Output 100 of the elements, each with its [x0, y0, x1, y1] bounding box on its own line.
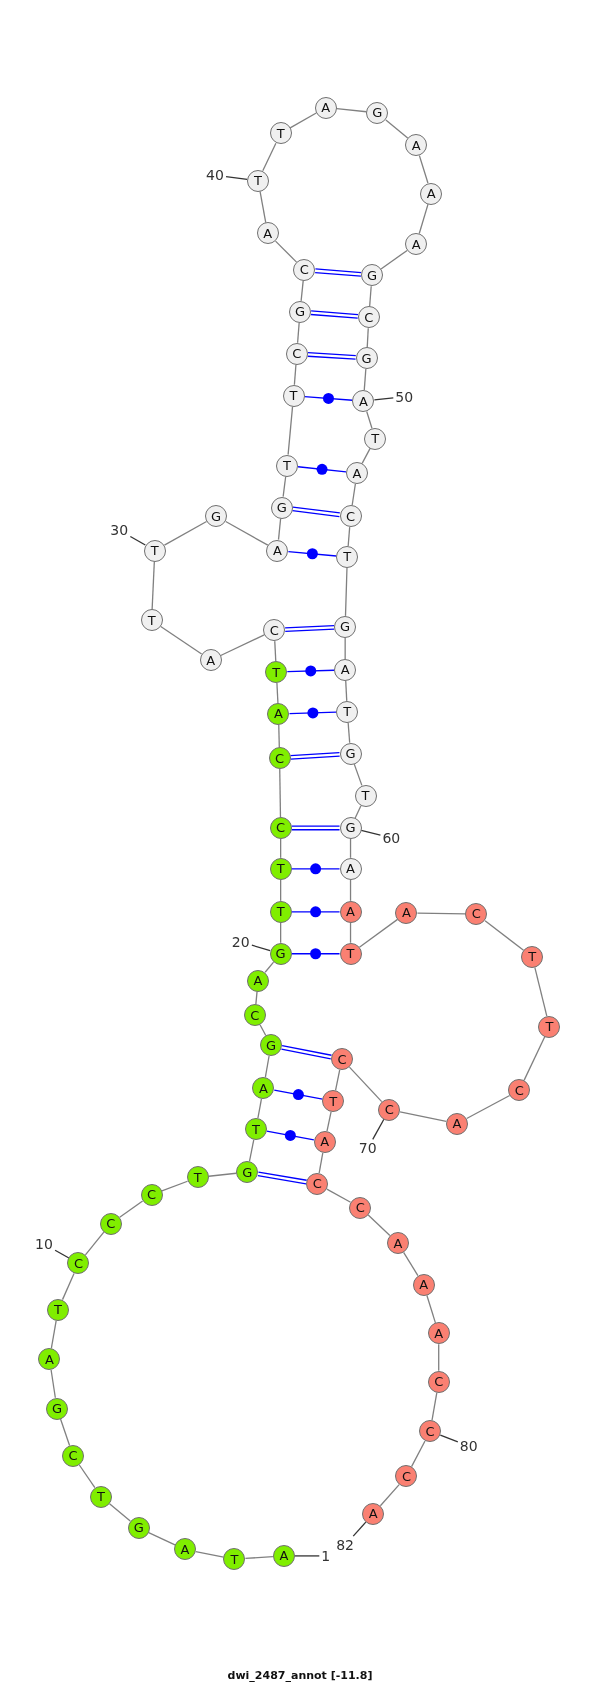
- nucleotide-circle: C: [427, 1370, 450, 1393]
- nucleotide-circle: A: [199, 649, 222, 672]
- nucleotide-circle: G: [339, 816, 362, 839]
- nucleotide-circle: A: [267, 702, 290, 725]
- nucleotide-circle: A: [420, 182, 443, 205]
- backbone-line: [380, 249, 408, 270]
- backbone-line: [426, 1294, 437, 1324]
- base-pair-line: [280, 1044, 333, 1060]
- backbone-line: [416, 912, 466, 915]
- base-pair-line: [289, 752, 341, 760]
- nucleotide-circle: C: [306, 1172, 329, 1195]
- caption: dwi_2487_annot [-11.8]: [227, 1669, 373, 1682]
- nucleotide-circle: T: [265, 661, 288, 684]
- nucleotide-circle: A: [386, 1232, 409, 1254]
- backbone-line: [344, 567, 348, 617]
- nucleotide-circle: A: [405, 233, 428, 256]
- nucleotide-circle: A: [346, 462, 368, 485]
- nucleotide-circle: T: [247, 169, 270, 192]
- nucleotide-circle: G: [334, 615, 357, 638]
- nucleotide-circle: T: [282, 384, 305, 407]
- backbone-line: [225, 520, 269, 546]
- backbone-line: [50, 1369, 56, 1399]
- backbone-line: [326, 1188, 352, 1203]
- base-pair-line: [314, 268, 362, 277]
- nucleotide-circle: C: [330, 1048, 353, 1071]
- position-number: 10: [35, 1237, 53, 1252]
- backbone-line: [534, 967, 548, 1017]
- backbone-line: [59, 1418, 71, 1447]
- nucleotide-circle: T: [244, 1118, 267, 1141]
- nucleotide-circle: A: [334, 658, 357, 681]
- backbone-line: [351, 483, 356, 506]
- backbone-line: [264, 1055, 270, 1078]
- backbone-line: [61, 1272, 75, 1301]
- backbone-line: [274, 240, 298, 263]
- backbone-line: [344, 637, 346, 660]
- backbone-line: [244, 1556, 274, 1560]
- leader-line: [251, 944, 271, 952]
- nucleotide-circle: T: [276, 454, 299, 477]
- nucleotide-circle: A: [173, 1538, 196, 1561]
- backbone-line: [220, 634, 265, 657]
- backbone-line: [119, 1200, 144, 1218]
- nucleotide-circle: T: [143, 539, 166, 562]
- backbone-line: [336, 108, 368, 113]
- nucleotide-circle: C: [419, 1420, 442, 1443]
- backbone-line: [195, 1550, 225, 1558]
- position-number: 70: [358, 1141, 377, 1156]
- nucleotide-circle: T: [186, 1166, 209, 1189]
- nucleotide-circle: C: [140, 1183, 163, 1206]
- nucleotide-circle: G: [366, 101, 389, 124]
- leader-line: [54, 1249, 70, 1259]
- backbone-line: [257, 1098, 263, 1119]
- nucleotide-circle: T: [269, 857, 292, 880]
- backbone-line: [438, 1343, 440, 1372]
- backbone-line: [148, 1531, 176, 1546]
- leader-line: [294, 1555, 320, 1557]
- nucleotide-circle: C: [465, 902, 488, 925]
- backbone-line: [50, 1319, 57, 1349]
- nucleotide-circle: T: [521, 946, 544, 968]
- backbone-line: [84, 1231, 105, 1256]
- nucleotide-circle: T: [90, 1485, 113, 1508]
- backbone-line: [347, 722, 351, 744]
- nucleotide-circle: A: [352, 390, 375, 413]
- base-pair-line: [257, 1171, 308, 1185]
- nucleotide-circle: A: [38, 1348, 61, 1371]
- position-number: 40: [206, 168, 224, 183]
- backbone-line: [318, 1152, 324, 1174]
- nucleotide-circle: C: [378, 1098, 401, 1121]
- nucleotide-circle: A: [339, 900, 362, 923]
- backbone-line: [160, 625, 203, 655]
- backbone-line: [354, 805, 362, 819]
- nucleotide-circle: T: [47, 1298, 70, 1321]
- leader-line: [360, 829, 382, 836]
- nucleotide-circle: A: [412, 1273, 435, 1296]
- nucleotide-circle: T: [223, 1548, 246, 1571]
- backbone-line: [293, 364, 297, 386]
- nucleotide-circle: T: [538, 1015, 561, 1038]
- nucleotide-circle: A: [395, 901, 418, 924]
- backbone-line: [262, 142, 277, 172]
- backbone-line: [280, 838, 282, 859]
- backbone-line: [259, 190, 267, 224]
- leader-line: [225, 176, 248, 180]
- leader-line: [129, 535, 146, 546]
- backbone-line: [349, 838, 352, 859]
- backbone-line: [431, 1391, 438, 1421]
- backbone-line: [334, 1069, 341, 1091]
- backbone-line: [345, 680, 348, 702]
- backbone-line: [367, 1214, 391, 1237]
- nucleotide-circle: C: [243, 1004, 266, 1027]
- backbone-line: [353, 763, 363, 786]
- nucleotide-circle: G: [46, 1397, 68, 1420]
- position-number: 82: [336, 1538, 354, 1553]
- leader-line: [372, 1118, 385, 1141]
- backbone-line: [279, 768, 282, 818]
- nucleotide-circle: C: [269, 816, 292, 839]
- backbone-line: [466, 1094, 511, 1120]
- nucleotide-circle: C: [339, 505, 362, 528]
- base-pair-line: [307, 352, 357, 360]
- backbone-line: [369, 285, 372, 307]
- backbone-line: [399, 1111, 447, 1123]
- backbone-line: [274, 640, 277, 662]
